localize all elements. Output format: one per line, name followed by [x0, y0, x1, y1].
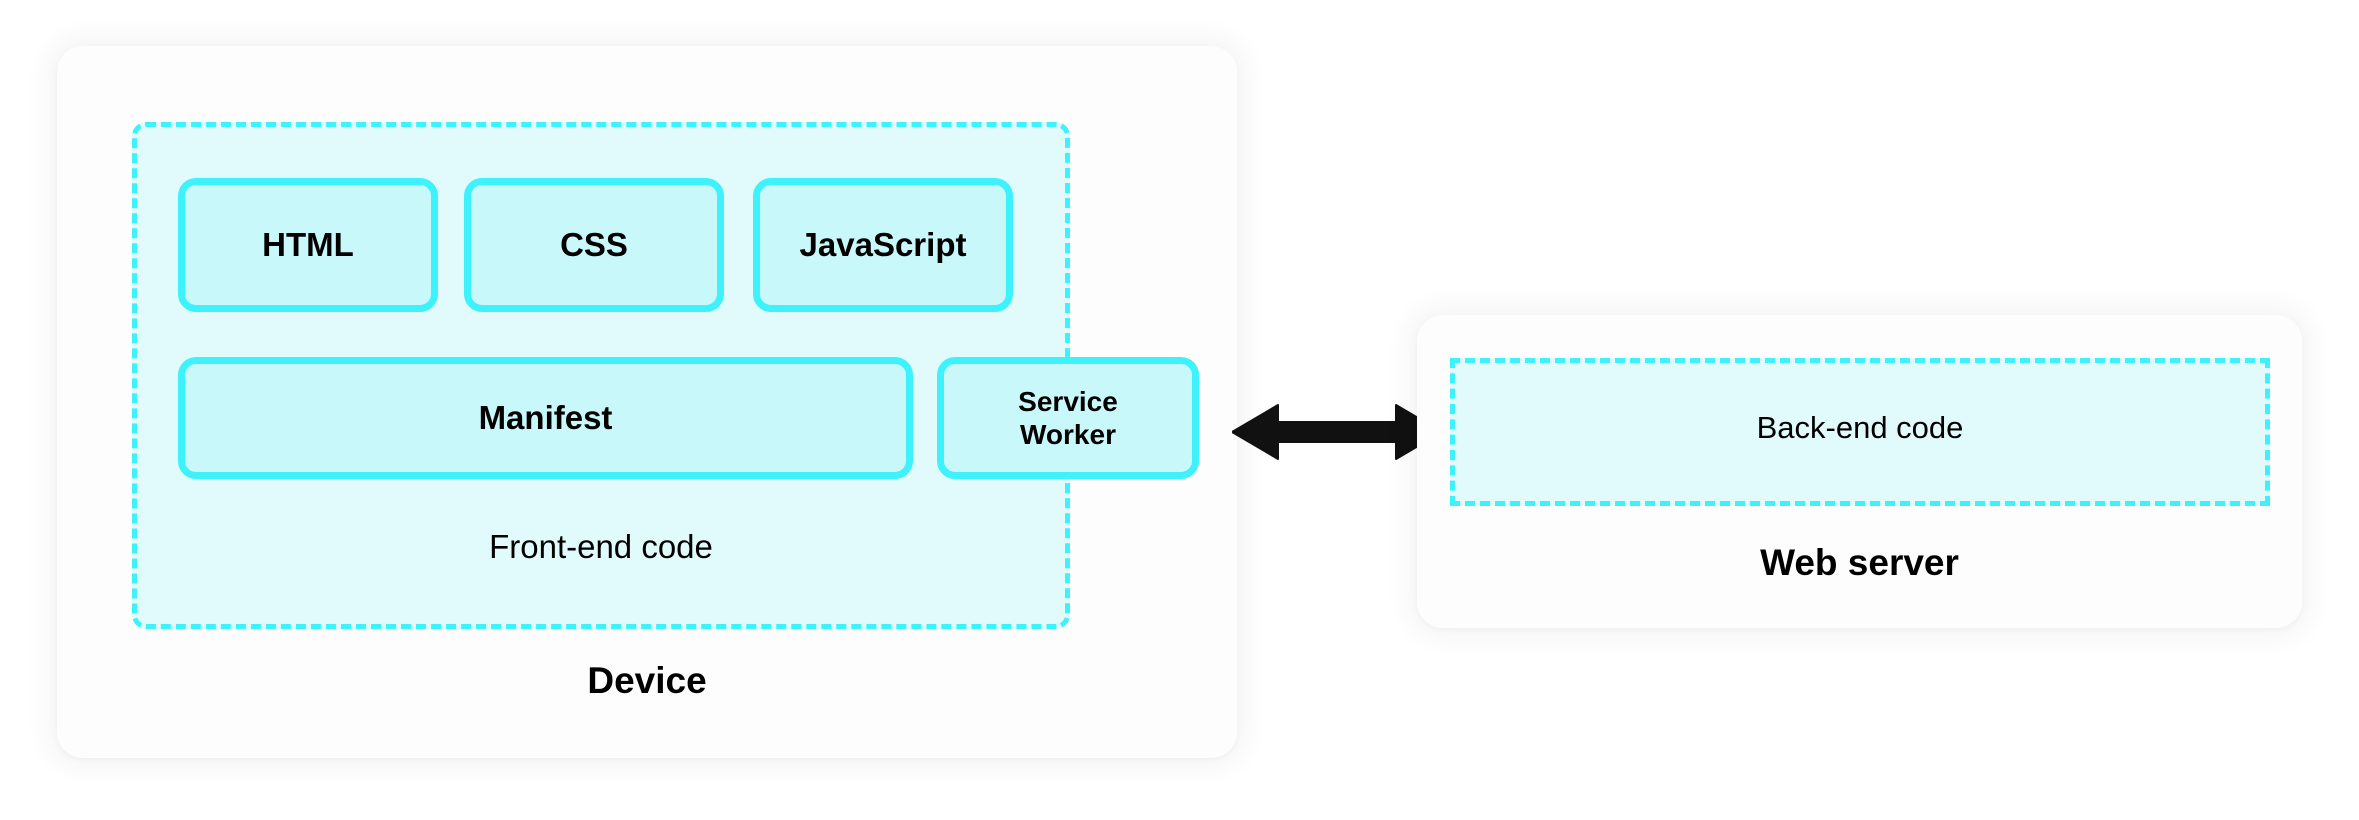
service-worker-line-1: Service	[1018, 385, 1118, 417]
back-end-code-caption: Back-end code	[1756, 410, 1964, 445]
bidirectional-arrow-icon	[1232, 404, 1442, 460]
service-worker-box[interactable]: Service Worker	[937, 357, 1199, 479]
front-end-code-caption: Front-end code	[489, 528, 713, 565]
css-box[interactable]: CSS	[464, 178, 724, 312]
javascript-box[interactable]: JavaScript	[753, 178, 1013, 312]
service-worker-box-label: Service Worker	[1018, 385, 1118, 451]
device-caption: Device	[587, 660, 707, 701]
html-box-label: HTML	[262, 225, 354, 263]
web-server-caption: Web server	[1760, 542, 1959, 583]
javascript-box-label: JavaScript	[799, 225, 967, 263]
service-worker-line-2: Worker	[1020, 419, 1116, 450]
html-box[interactable]: HTML	[178, 178, 438, 312]
back-end-code-region	[1450, 358, 2270, 506]
css-box-label: CSS	[560, 225, 628, 263]
manifest-box-label: Manifest	[478, 398, 613, 436]
manifest-box[interactable]: Manifest	[178, 357, 913, 479]
